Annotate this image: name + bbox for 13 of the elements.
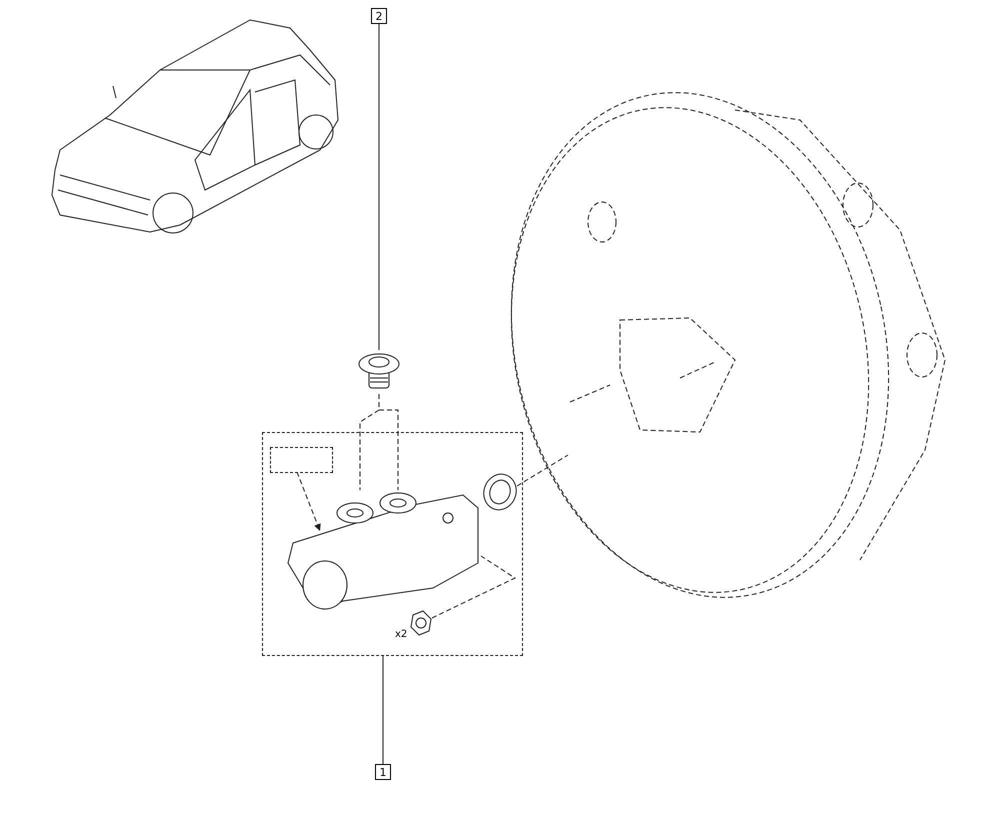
assembly-line [360, 394, 398, 490]
leader-line [382, 656, 384, 764]
label-outline [270, 447, 333, 473]
assembly-line [296, 472, 321, 532]
assembly-line [432, 556, 516, 618]
nut-drawing [409, 609, 433, 637]
seal-ring-drawing [482, 471, 518, 513]
quantity-label: x2 [395, 629, 408, 640]
leader-line [378, 24, 380, 350]
assembly-line [516, 454, 568, 486]
callout-number: 2 [371, 8, 387, 24]
kit-outline [262, 432, 523, 656]
callout-number: 1 [375, 764, 391, 780]
